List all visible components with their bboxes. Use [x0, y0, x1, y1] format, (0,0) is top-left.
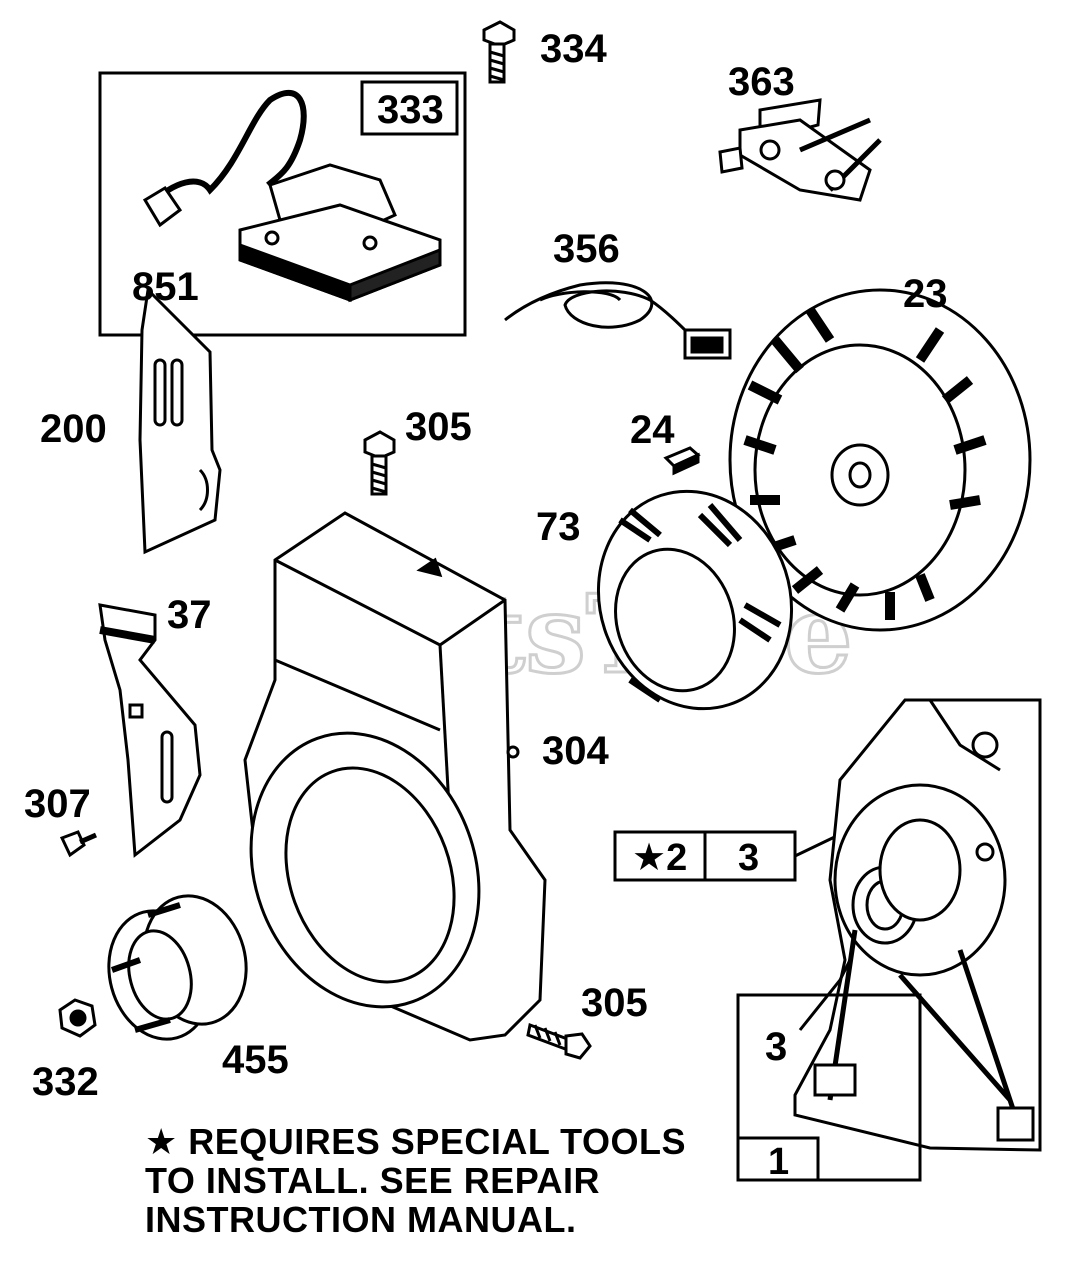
callout-304: 304: [542, 729, 609, 773]
crankcase-icon[interactable]: [793, 698, 1042, 1152]
screw-305-bottom-icon[interactable]: [526, 1022, 592, 1060]
callout-box-1-3: [736, 959, 922, 1182]
callout-3-box: 3: [738, 837, 759, 879]
cup-455-icon[interactable]: [95, 884, 260, 1050]
callout-356: 356: [553, 227, 620, 271]
callout-73: 73: [536, 505, 581, 549]
callout-455: 455: [222, 1038, 289, 1082]
flywheel-23-icon[interactable]: [728, 288, 1032, 632]
screen-73-icon[interactable]: [571, 466, 820, 734]
baffle-200-icon[interactable]: [138, 286, 222, 555]
note-line-2: TO INSTALL. SEE REPAIR: [145, 1160, 601, 1201]
callout-1-box: 1: [768, 1141, 789, 1183]
callout-305-top: 305: [405, 405, 472, 449]
armature-851-icon[interactable]: [142, 90, 442, 303]
screw-307-icon[interactable]: [59, 830, 98, 858]
wire-356-icon[interactable]: [504, 281, 732, 360]
note-line-1: ★ REQUIRES SPECIAL TOOLS: [145, 1121, 687, 1162]
callout-23: 23: [903, 272, 948, 316]
screw-305-top-icon[interactable]: [363, 430, 396, 496]
callout-3-lower: 3: [765, 1025, 787, 1069]
key-24-icon[interactable]: [663, 446, 701, 476]
callout-37: 37: [167, 593, 212, 637]
nut-332-icon[interactable]: [58, 998, 97, 1038]
callout-332: 332: [32, 1060, 99, 1104]
callout-200: 200: [40, 407, 107, 451]
bolt-334-icon[interactable]: [482, 20, 516, 84]
callout-363: 363: [728, 60, 795, 104]
callout-24: 24: [630, 408, 675, 452]
callout-305-bottom: 305: [581, 981, 648, 1025]
callout-307: 307: [24, 782, 91, 826]
callout-labels: 334 363 333 851 356 23 200 305 24 73 37 …: [24, 27, 948, 1183]
note-line-3: INSTRUCTION MANUAL.: [145, 1199, 577, 1240]
guard-37-icon[interactable]: [98, 603, 202, 858]
blower-housing-304-icon[interactable]: [214, 511, 547, 1042]
callout-2-special: ★2: [632, 837, 687, 879]
callout-851: 851: [132, 265, 199, 309]
bracket-363-icon[interactable]: [718, 98, 882, 202]
armature-kit-box: [98, 71, 467, 337]
callout-334: 334: [540, 27, 607, 71]
callout-333: 333: [377, 88, 444, 132]
special-tools-note: ★ REQUIRES SPECIAL TOOLS TO INSTALL. SEE…: [145, 1122, 765, 1239]
